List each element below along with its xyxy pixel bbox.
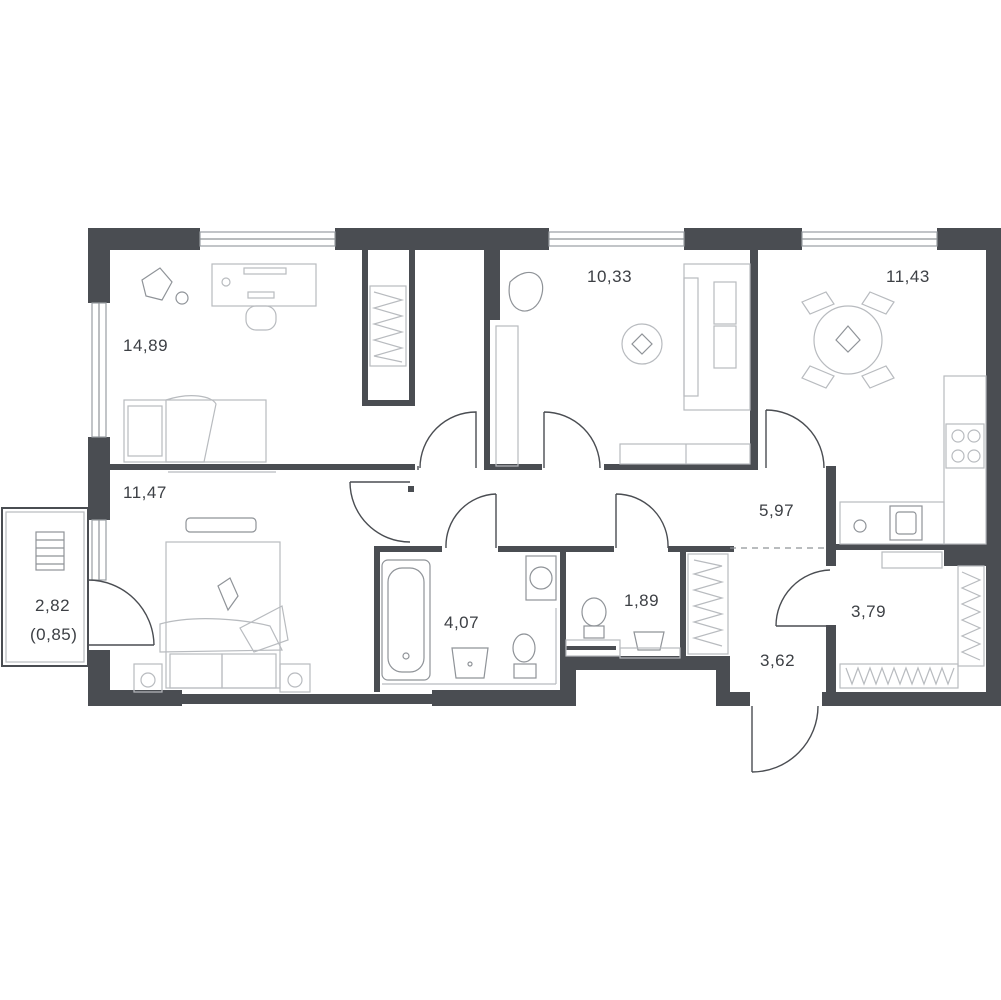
living-room-area: 10,33 [587,267,632,286]
wardrobe-area: 3,79 [851,602,886,621]
entrance-furniture [687,551,985,689]
balcony-area-reduced: (0,85) [30,625,77,644]
living-furniture [495,263,751,467]
exterior-walls [88,228,1001,706]
kitchen-furniture [801,291,987,545]
bedroom-2-area: 11,47 [123,483,167,502]
doors [349,409,831,773]
windows [91,231,938,581]
kitchen-area: 11,43 [886,267,930,286]
bedroom-2-furniture [133,517,311,693]
toilet-area: 1,89 [624,591,659,610]
balcony-area: 2,82 [35,596,70,615]
balcony [1,507,155,667]
bedroom-1-furniture [123,263,407,473]
room-labels: 14,89 11,47 10,33 11,43 5,97 4,07 1,89 3… [30,267,930,670]
interior-walls [110,250,986,695]
hall-area: 5,97 [759,501,794,520]
entrance-area: 3,62 [760,651,795,670]
bedroom-1-area: 14,89 [123,336,168,355]
toilet-furniture [565,597,681,659]
bathroom-area: 4,07 [444,613,479,632]
bathroom-furniture [381,555,557,685]
